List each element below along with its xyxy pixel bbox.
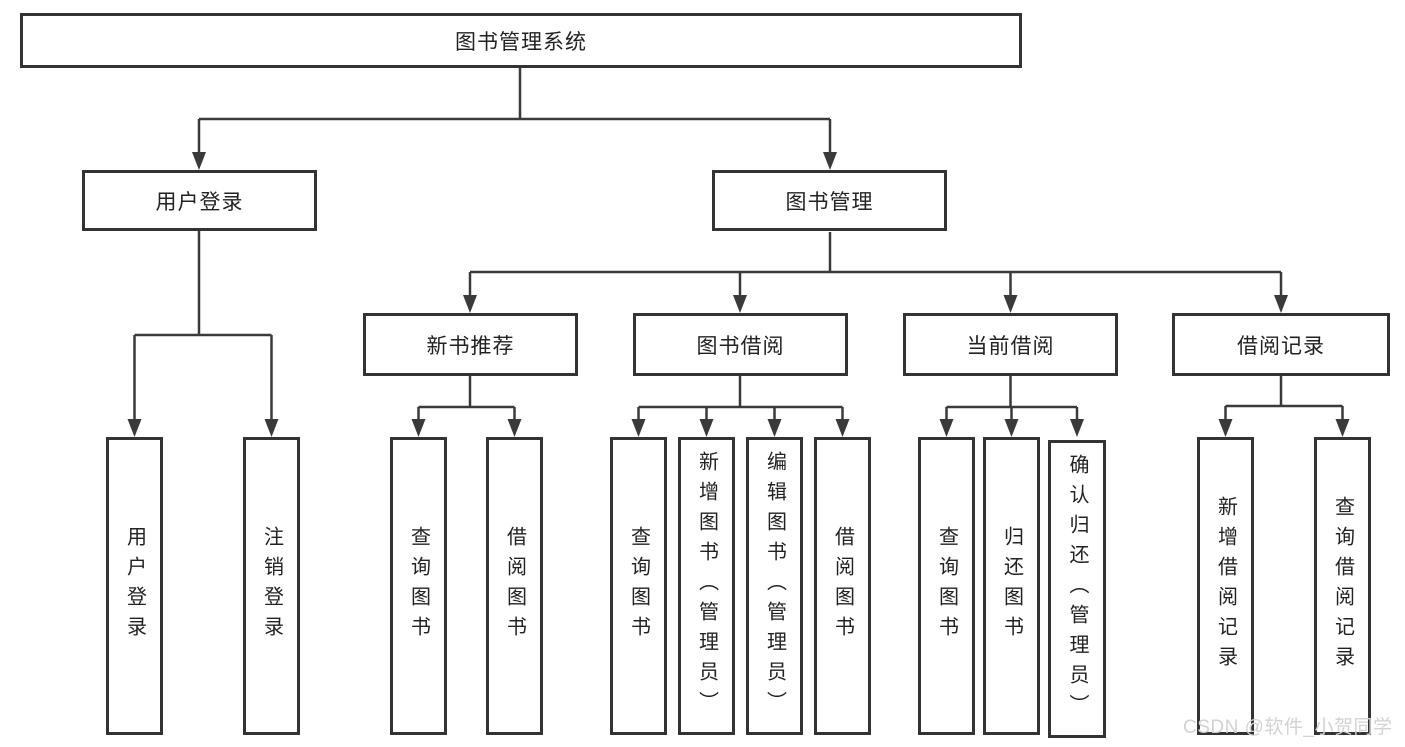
node-user-login: 用户登录 [82, 170, 317, 231]
node-book-management: 图书管理 [712, 170, 947, 231]
node-current-borrow: 当前借阅 [903, 313, 1118, 376]
node-confirm-return-admin: 确认归还（管理员） [1048, 440, 1106, 738]
node-query-books-current: 查询图书 [918, 437, 975, 735]
node-borrow-books-recommend: 借阅图书 [486, 437, 543, 735]
node-library-management-system: 图书管理系统 [20, 13, 1022, 68]
arrowheads [127, 152, 1350, 437]
watermark: CSDN @软件_小贺同学 [1183, 717, 1393, 738]
node-borrow-records: 借阅记录 [1172, 313, 1390, 376]
node-book-borrow: 图书借阅 [633, 313, 848, 376]
node-borrow-books: 借阅图书 [814, 437, 871, 735]
node-edit-books-admin: 编辑图书（管理员） [746, 437, 803, 735]
node-query-books-recommend: 查询图书 [390, 437, 447, 735]
node-new-book-recommend: 新书推荐 [363, 313, 578, 376]
node-query-books-borrow: 查询图书 [610, 437, 667, 735]
node-add-books-admin: 新增图书（管理员） [678, 437, 735, 735]
node-return-books: 归还图书 [983, 437, 1040, 735]
node-query-borrow-record: 查询借阅记录 [1314, 437, 1371, 735]
node-logout: 注销登录 [243, 437, 300, 735]
node-user-login-leaf: 用户登录 [106, 437, 163, 735]
node-add-borrow-record: 新增借阅记录 [1197, 437, 1254, 735]
